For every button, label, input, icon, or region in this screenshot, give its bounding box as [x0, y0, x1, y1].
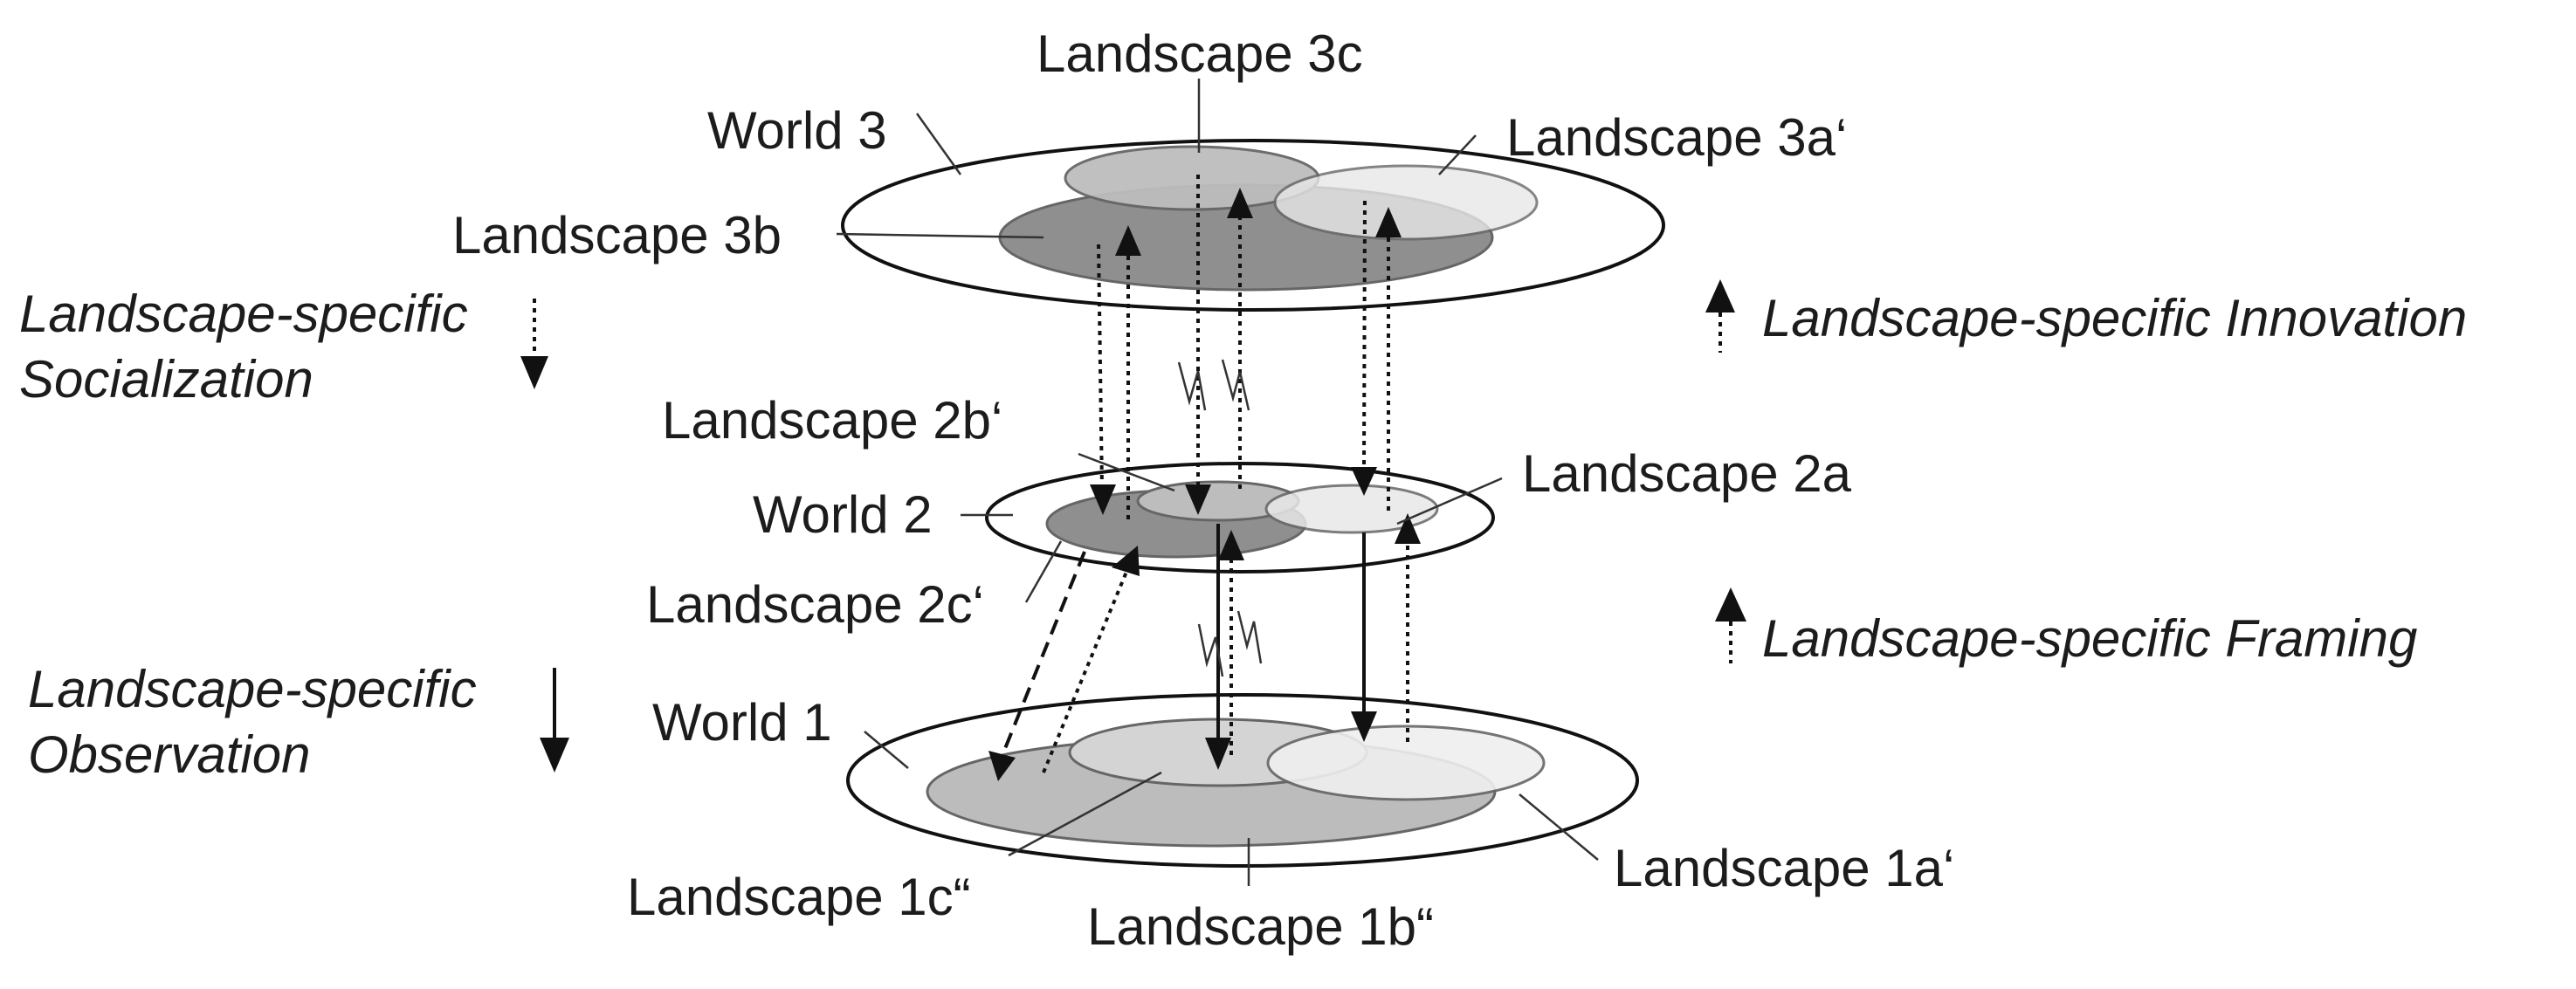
leader-ls3a: [1438, 134, 1477, 175]
label-framing: Landscape-specific Framing: [1762, 609, 2417, 668]
world-1-ellipse: [846, 693, 1639, 868]
label-landscape-3b: Landscape 3b: [452, 206, 782, 264]
leader-ls2a: [1396, 477, 1503, 525]
label-landscape-2c: Landscape 2c‘: [646, 575, 984, 634]
label-innovation: Landscape-specific Innovation: [1762, 289, 2467, 347]
label-landscape-1c: Landscape 1c“: [627, 868, 971, 926]
arrowhead: [1115, 225, 1141, 256]
arrow-3a-to-2a: [1362, 200, 1367, 472]
discontinuity-mark: [1197, 623, 1224, 677]
world-2-ellipse: [985, 462, 1495, 573]
label-world-3: World 3: [707, 101, 887, 160]
arrow-1c-to-2c: [1042, 571, 1128, 773]
world-3-layer: [841, 139, 1665, 312]
arrow-2c-to-1c: [1002, 551, 1086, 752]
arrowhead: [1351, 711, 1377, 742]
discontinuity-mark: [1221, 359, 1250, 411]
innovation-arrow-icon: [1705, 279, 1735, 312]
label-landscape-2a: Landscape 2a: [1522, 444, 1852, 503]
label-world-1: World 1: [652, 693, 832, 752]
label-socialization-line1: Landscape-specific: [19, 285, 468, 343]
arrows-2-1: [988, 513, 1421, 781]
diagram-labels: World 3 Landscape 3c Landscape 3a‘ Lands…: [452, 24, 1954, 956]
socialization-arrow-icon: [520, 356, 548, 389]
label-landscape-3c: Landscape 3c: [1037, 24, 1363, 83]
label-socialization-line2: Socialization: [19, 350, 313, 409]
label-landscape-3a: Landscape 3a‘: [1506, 108, 1847, 167]
arrowhead: [1205, 738, 1231, 770]
label-observation-line1: Landscape-specific: [28, 660, 477, 718]
arrowhead: [1227, 188, 1253, 218]
leader-world3: [915, 113, 962, 175]
arrowhead: [1185, 484, 1211, 515]
landscape-1a-ellipse: [1266, 725, 1546, 801]
landscape-2a-ellipse: [1264, 484, 1439, 534]
discontinuity-mark: [1177, 361, 1207, 411]
process-legend: Landscape-specific Socialization Landsca…: [19, 279, 2467, 784]
arrowhead: [1351, 467, 1377, 496]
leader-ls3b: [836, 232, 1044, 239]
label-landscape-1b: Landscape 1b“: [1087, 897, 1434, 956]
arrowhead: [1090, 484, 1116, 515]
world-1-layer: [846, 693, 1639, 868]
framing-arrow-icon: [1715, 587, 1746, 622]
world-3-ellipse: [841, 139, 1665, 312]
leader-ls1c: [1008, 771, 1162, 857]
arrowhead: [1395, 513, 1421, 544]
arrowhead: [988, 751, 1016, 781]
label-landscape-2b: Landscape 2b‘: [662, 391, 1002, 450]
observation-arrow-icon: [540, 738, 569, 773]
leader-ls1a: [1519, 793, 1599, 861]
leader-lines: [836, 79, 1599, 886]
arrows-3-2: [1090, 175, 1402, 519]
label-world-2: World 2: [753, 485, 933, 544]
discontinuity-mark: [1236, 610, 1263, 664]
world-2-layer: [985, 462, 1495, 573]
label-observation-line2: Observation: [28, 725, 311, 784]
arrowhead: [1112, 546, 1140, 576]
label-landscape-1a: Landscape 1a‘: [1614, 839, 1954, 897]
arrow-3b-to-2c: [1097, 244, 1104, 490]
leader-ls2b: [1078, 452, 1175, 492]
landscape-3a-ellipse: [1273, 164, 1539, 241]
leader-world1: [864, 731, 909, 769]
arrowhead: [1218, 530, 1244, 560]
arrowhead: [1375, 207, 1402, 237]
leader-ls2c: [1024, 540, 1063, 603]
